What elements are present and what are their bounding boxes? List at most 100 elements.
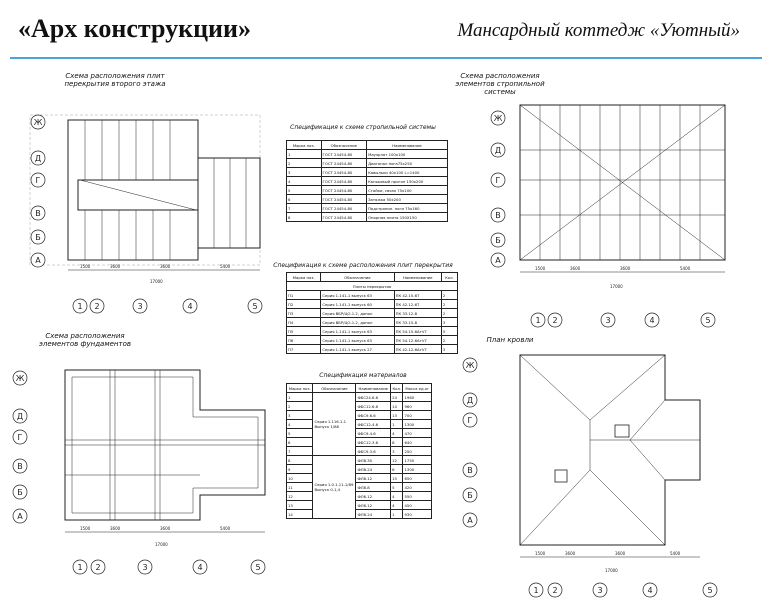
axis-bubble: 1 — [528, 582, 544, 598]
materials-spec-header-cell: Марка поз. — [285, 383, 314, 393]
materials-spec-cell: ФБС9.4.6 — [355, 428, 392, 438]
slab-spec-cell: П3 — [285, 308, 322, 318]
rafter-spec-cell: ГОСТ 24454-80 — [320, 176, 368, 186]
axis-bubble: А — [12, 508, 28, 524]
materials-spec-cell: 4 — [285, 419, 314, 429]
axis-bubble: Б — [490, 232, 506, 248]
axis-label: 1 — [77, 563, 82, 572]
axis-label: Ж — [466, 361, 475, 370]
rafter-spec-cell: 1 — [286, 149, 322, 159]
axis-label: Д — [495, 146, 501, 155]
svg-text:1500: 1500 — [80, 526, 91, 531]
materials-spec-cell: 450 — [402, 500, 432, 510]
materials-spec-cell: 1 — [390, 419, 404, 429]
axis-bubble: В — [12, 458, 28, 474]
materials-spec-cell: ФБС12.4.6 — [355, 419, 392, 429]
materials-spec-cell: ФЛ8.30 — [355, 455, 392, 465]
rafter-spec-cell: ГОСТ 24454-80 — [320, 158, 368, 168]
rafter-spec-cell: ГОСТ 24454-80 — [320, 185, 368, 195]
rafter-spec-cell: ГОСТ 24454-80 — [320, 149, 368, 159]
axis-bubble: 3 — [132, 298, 148, 314]
materials-spec-header-cell: Наименование — [355, 383, 392, 393]
rafter-spec-title: Спецификация к схеме стропильной системы — [290, 124, 436, 131]
materials-spec-cell: 1960 — [402, 392, 432, 402]
axis-label: 5 — [255, 563, 260, 572]
materials-spec-cell: ФЛ8.24 — [355, 464, 392, 474]
slab-spec-cell: П4 — [285, 317, 322, 327]
svg-text:3600: 3600 — [570, 266, 581, 271]
materials-spec-cell: 15 — [390, 473, 404, 483]
rafter-spec-header-cell: Марка поз. — [286, 140, 322, 150]
axis-bubble: 3 — [600, 312, 616, 328]
axis-bubble: Б — [30, 229, 46, 245]
axis-bubble: Д — [30, 150, 46, 166]
materials-spec-cell: 650 — [402, 473, 432, 483]
materials-spec-cell: 420 — [402, 482, 432, 492]
svg-text:5400: 5400 — [670, 551, 681, 556]
axis-label: 2 — [552, 316, 557, 325]
axis-bubble: А — [462, 512, 478, 528]
axis-bubble: 1 — [530, 312, 546, 328]
materials-spec-cell: 6 — [390, 464, 404, 474]
slab-spec-cell: ПК 42.12-6АтV7 — [393, 344, 442, 354]
axis-label: 1 — [533, 586, 538, 595]
slab-spec-title: Спецификация к схеме расположения плит п… — [273, 262, 453, 269]
materials-spec-cell: 9 — [285, 464, 314, 474]
materials-spec-cell: ФБС24.6.6 — [355, 392, 392, 402]
slab-spec-cell: Серия 1.141-1 выпуск 63 — [320, 335, 395, 345]
axis-bubble: 1 — [72, 559, 88, 575]
slab-spec-cell: ПК 33.15-8 — [393, 317, 442, 327]
svg-text:3600: 3600 — [110, 526, 121, 531]
materials-spec-cell: 1750 — [402, 455, 432, 465]
axis-bubble: 2 — [89, 298, 105, 314]
svg-text:17000: 17000 — [605, 568, 618, 573]
materials-spec-cell: ФЛ6.12 — [355, 491, 392, 501]
axis-label: Б — [35, 233, 41, 242]
rafter-spec-cell: 5 — [286, 185, 322, 195]
rafter-spec-cell: Опорная плита 150Х150 — [366, 212, 448, 222]
axis-label: А — [35, 256, 41, 265]
axis-bubble: 2 — [547, 582, 563, 598]
slab-spec-cell: П6 — [285, 335, 322, 345]
slab-spec-cell: ПК 42.15-6Т — [393, 290, 442, 300]
slab-spec-cell: Серия ВБР/ЦО-1.2, допол — [320, 317, 395, 327]
materials-spec-cell: 12 — [390, 455, 404, 465]
axis-label: В — [495, 211, 501, 220]
materials-spec-cell: ФБС12.3.6 — [355, 437, 392, 447]
svg-text:3600: 3600 — [160, 264, 171, 269]
materials-spec-cell: 14 — [390, 401, 404, 411]
axis-bubble: Д — [12, 408, 28, 424]
slab-spec-cell: П1 — [285, 290, 322, 300]
axis-bubble: Б — [462, 487, 478, 503]
axis-label: Ж — [34, 118, 43, 127]
slab-spec-group: Плиты перекрытия — [286, 281, 458, 291]
rafter-spec-cell: 4 — [286, 176, 322, 186]
axis-label: В — [17, 462, 23, 471]
materials-spec-cell: ФБС9.3.6 — [355, 446, 392, 456]
materials-spec-cell: 4 — [390, 500, 404, 510]
axis-bubble: А — [490, 252, 506, 268]
rafter-spec-cell: 8 — [286, 212, 322, 222]
axis-label: А — [467, 516, 473, 525]
materials-spec-cell: 1300 — [402, 464, 432, 474]
axis-bubble: В — [30, 205, 46, 221]
slab-spec-cell: 3 — [440, 344, 459, 354]
axis-label: В — [467, 466, 473, 475]
axis-label: А — [495, 256, 501, 265]
